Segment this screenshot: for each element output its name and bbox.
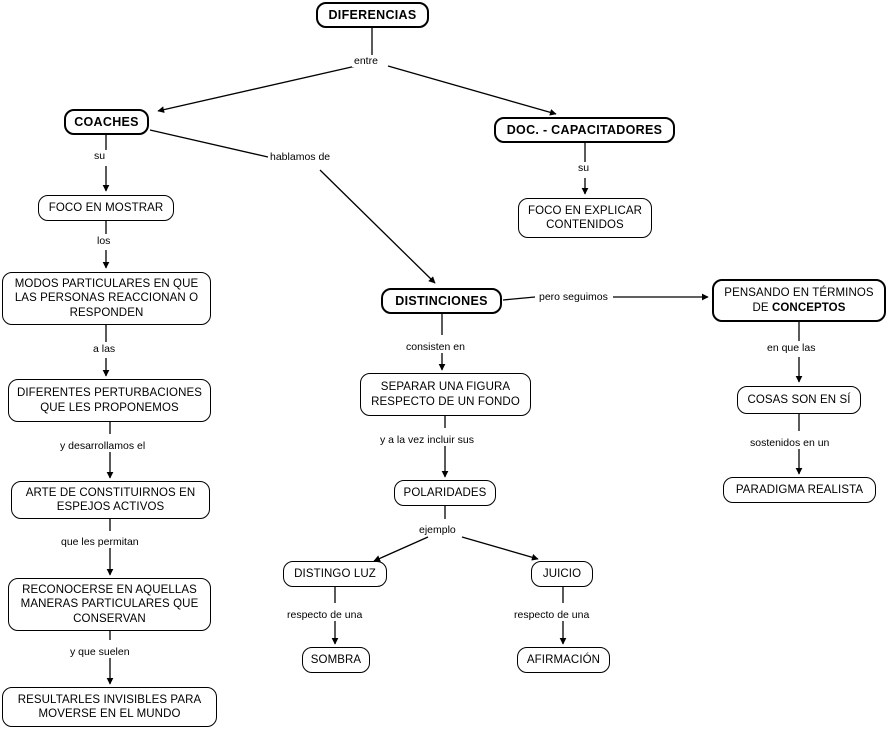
edge-label-a-las: a las [91, 343, 118, 355]
edge-label-entre: entre [352, 55, 380, 67]
node-reconocerse-en-aquellas[interactable]: RECONOCERSE EN AQUELLAS MANERAS PARTICUL… [8, 578, 211, 631]
node-doc-capacitadores[interactable]: DOC. - CAPACITADORES [494, 117, 675, 143]
node-cosas-son-en-si[interactable]: COSAS SON EN SÍ [737, 386, 861, 414]
node-diferentes-perturbaciones[interactable]: DIFERENTES PERTURBACIONES QUE LES PROPON… [8, 379, 211, 422]
node-modos-particulares[interactable]: MODOS PARTICULARES EN QUE LAS PERSONAS R… [2, 272, 211, 325]
edge-distinciones-peroseguimos [502, 296, 536, 301]
edge-label-su-doc: su [576, 162, 592, 174]
edge-label-que-les-permitan: que les permitan [59, 536, 141, 548]
node-sombra[interactable]: SOMBRA [302, 647, 370, 673]
edge-coaches-hablamos [149, 129, 269, 158]
edge-label-y-desarrollamos-el: y desarrollamos el [58, 440, 148, 452]
node-arte-de-constituirnos[interactable]: ARTE DE CONSTITUIRNOS EN ESPEJOS ACTIVOS [11, 481, 210, 519]
node-coaches[interactable]: COACHES [64, 109, 149, 135]
edge-label-respecto-de-una-sombra: respecto de una [285, 609, 365, 621]
edge-ejemplo-juicio [461, 536, 539, 561]
node-distinciones[interactable]: DISTINCIONES [381, 288, 502, 314]
node-paradigma-realista[interactable]: PARADIGMA REALISTA [723, 477, 876, 503]
edge-label-los: los [95, 235, 113, 247]
node-foco-en-mostrar[interactable]: FOCO EN MOSTRAR [38, 195, 174, 221]
node-foco-en-explicar-contenidos[interactable]: FOCO EN EXPLICAR CONTENIDOS [518, 198, 652, 238]
edge-ejemplo-distingoluz [373, 536, 429, 562]
edge-label-y-que-suelen: y que suelen [68, 646, 132, 658]
edge-label-respecto-de-una-afirmacion: respecto de una [512, 609, 592, 621]
edge-label-y-a-la-vez-incluir-sus: y a la vez incluir sus [378, 434, 476, 446]
edge-label-pero-seguimos: pero seguimos [537, 291, 610, 303]
node-polaridades[interactable]: POLARIDADES [394, 480, 496, 506]
edge-label-su-coaches: su [92, 150, 108, 162]
edge-label-hablamos-de: hablamos de [268, 151, 333, 163]
edge-entre-coaches [157, 65, 357, 113]
node-separar-una-figura[interactable]: SEPARAR UNA FIGURA RESPECTO DE UN FONDO [360, 373, 531, 416]
node-diferencias[interactable]: DIFERENCIAS [316, 2, 429, 28]
node-distingo-luz[interactable]: DISTINGO LUZ [283, 561, 387, 587]
edge-label-en-que-las: en que las [765, 342, 818, 354]
node-afirmacion[interactable]: AFIRMACIÓN [517, 647, 610, 673]
edge-entre-doc-capacitadores [387, 65, 557, 116]
node-juicio[interactable]: JUICIO [531, 561, 593, 587]
edge-label-sostenidos-en-un: sostenidos en un [748, 437, 832, 449]
edge-hablamos-distinciones [319, 169, 436, 284]
node-resultarles-invisibles[interactable]: RESULTARLES INVISIBLES PARA MOVERSE EN E… [2, 687, 217, 727]
edge-label-ejemplo: ejemplo [417, 524, 458, 536]
edge-label-consisten-en: consisten en [404, 341, 467, 353]
